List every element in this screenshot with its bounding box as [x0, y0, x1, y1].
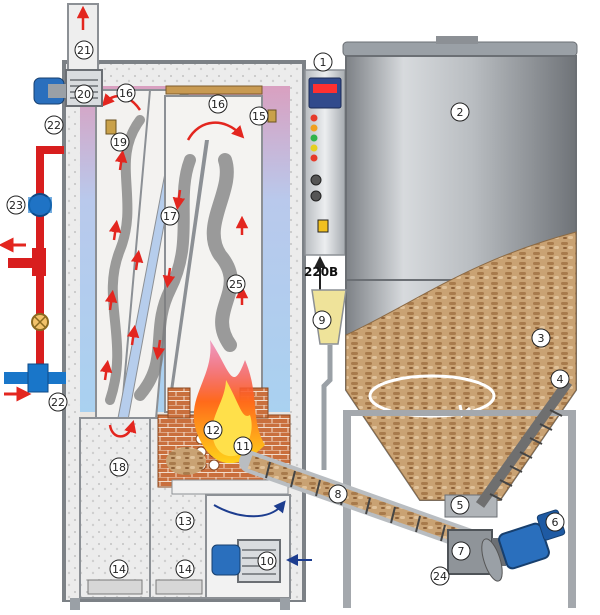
svg-text:15: 15 [252, 110, 266, 123]
boiler-legs [70, 598, 290, 610]
callout-16-top: 16 [208, 94, 228, 114]
panel-switch [317, 219, 329, 233]
feed-auger [239, 451, 481, 551]
svg-text:9: 9 [319, 314, 326, 327]
inner-auger [475, 379, 573, 508]
callout-6: 6 [545, 512, 565, 532]
callout-10: 10 [257, 551, 277, 571]
callout-15: 15 [249, 106, 269, 126]
burning-pellets [166, 447, 206, 475]
air-fan-motor [211, 544, 241, 576]
ash-tray-right [155, 579, 203, 595]
callout-7: 7 [451, 541, 471, 561]
ash-tray-left [87, 579, 143, 595]
voltage-label: 220В [304, 265, 338, 279]
svg-text:3: 3 [538, 332, 545, 345]
hopper-lid [342, 41, 578, 57]
callout-25: 25 [226, 274, 246, 294]
svg-text:10: 10 [260, 555, 274, 568]
callout-4: 4 [550, 369, 570, 389]
svg-text:23: 23 [9, 199, 23, 212]
callout-16-left: 16 [116, 83, 136, 103]
callout-1: 1 [313, 52, 333, 72]
callout-17: 17 [160, 206, 180, 226]
hopper-stand [343, 410, 576, 608]
svg-text:25: 25 [229, 278, 243, 291]
svg-text:13: 13 [178, 515, 192, 528]
callout-23: 23 [6, 195, 26, 215]
callout-19: 19 [110, 132, 130, 152]
callout-5: 5 [450, 495, 470, 515]
svg-text:22: 22 [47, 119, 61, 132]
callout-11: 11 [233, 436, 253, 456]
svg-text:5: 5 [457, 499, 464, 512]
svg-text:14: 14 [178, 563, 192, 576]
top-insulation [66, 64, 302, 86]
callout-22-bottom: 22 [48, 392, 68, 412]
callout-3: 3 [531, 328, 551, 348]
pellet-fill [345, 231, 577, 501]
svg-text:7: 7 [458, 545, 465, 558]
callout-24: 24 [430, 566, 450, 586]
svg-text:8: 8 [335, 488, 342, 501]
side-insulation-left [66, 86, 80, 600]
callout-22-top: 22 [44, 115, 64, 135]
pellet-hopper [342, 36, 578, 608]
callout-14-right: 14 [175, 559, 195, 579]
top-baffle-plate [165, 85, 263, 95]
svg-text:18: 18 [112, 461, 126, 474]
svg-text:19: 19 [113, 136, 127, 149]
svg-text:4: 4 [557, 373, 564, 386]
indicator-lights [310, 114, 318, 162]
callout-18: 18 [109, 457, 129, 477]
sensor-15 [267, 109, 277, 123]
circulation-pump [28, 193, 52, 217]
air-flow-bracket [213, 500, 286, 518]
callout-14-left: 14 [109, 559, 129, 579]
svg-text:24: 24 [433, 570, 447, 583]
svg-text:22: 22 [51, 396, 65, 409]
safety-valve [31, 313, 49, 331]
callout-2: 2 [450, 102, 470, 122]
svg-text:2: 2 [457, 106, 464, 119]
brick-side-pillar-left [167, 387, 191, 419]
svg-text:16: 16 [211, 98, 225, 111]
central-baffle [168, 140, 209, 405]
callout-8: 8 [328, 484, 348, 504]
control-panel: 220В [304, 69, 346, 290]
hot-water-pipe [0, 146, 64, 380]
callout-9: 9 [312, 310, 332, 330]
svg-text:20: 20 [77, 88, 91, 101]
cold-water-pipe [4, 363, 66, 402]
svg-text:6: 6 [552, 516, 559, 529]
sensor-19 [105, 119, 117, 135]
air-plenum [171, 479, 289, 495]
svg-text:17: 17 [163, 210, 177, 223]
svg-text:11: 11 [236, 440, 250, 453]
svg-text:21: 21 [77, 44, 91, 57]
svg-text:14: 14 [112, 563, 126, 576]
side-insulation-right [290, 86, 302, 600]
callout-21: 21 [74, 40, 94, 60]
svg-text:12: 12 [206, 424, 220, 437]
callout-13: 13 [175, 511, 195, 531]
panel-knobs [310, 174, 322, 202]
callout-20: 20 [74, 84, 94, 104]
callout-12: 12 [203, 420, 223, 440]
svg-text:1: 1 [320, 56, 327, 69]
callout-labels: 1 2 3 4 5 6 7 8 9 10 11 12 13 14 14 15 1… [6, 40, 570, 586]
svg-text:16: 16 [119, 87, 133, 100]
exhaust-fan [33, 69, 103, 107]
gas-flow-arrows [99, 93, 249, 438]
